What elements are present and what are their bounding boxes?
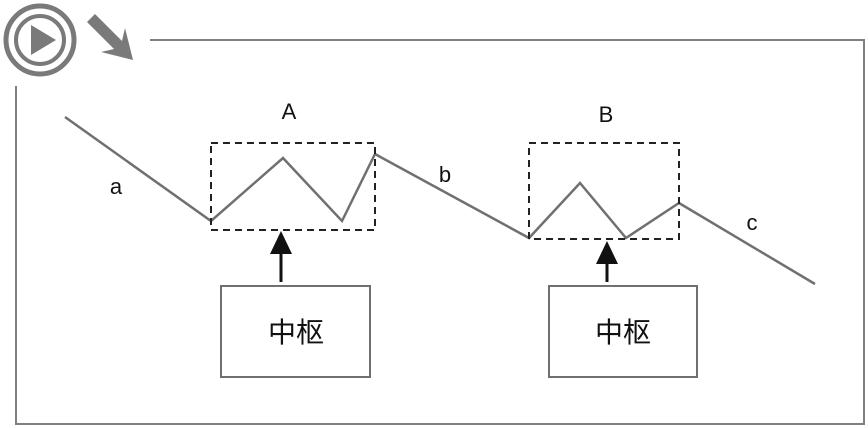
pivot-box-dashed [528, 142, 680, 240]
pivot-box-dashed [210, 142, 376, 231]
segment-label-a: a [110, 174, 123, 199]
pivot-box-text-first: 中枢 [268, 316, 324, 349]
segment-label-c: c [747, 210, 758, 235]
segment-label-b: b [439, 162, 451, 187]
pivot-label-box [548, 285, 698, 378]
outer-frame [15, 39, 865, 425]
pivot-label-a: A [282, 99, 297, 124]
trend-line [64, 115, 816, 286]
pivot-label-b: B [599, 102, 614, 127]
arrow-down-right-icon [87, 14, 133, 60]
pivot-label-box [220, 285, 371, 378]
arrow-up-icon [596, 241, 618, 282]
arrow-up-icon [270, 231, 292, 282]
play-circle-icon [3, 3, 77, 77]
pivot-box-text-second: 中枢 [595, 316, 651, 349]
